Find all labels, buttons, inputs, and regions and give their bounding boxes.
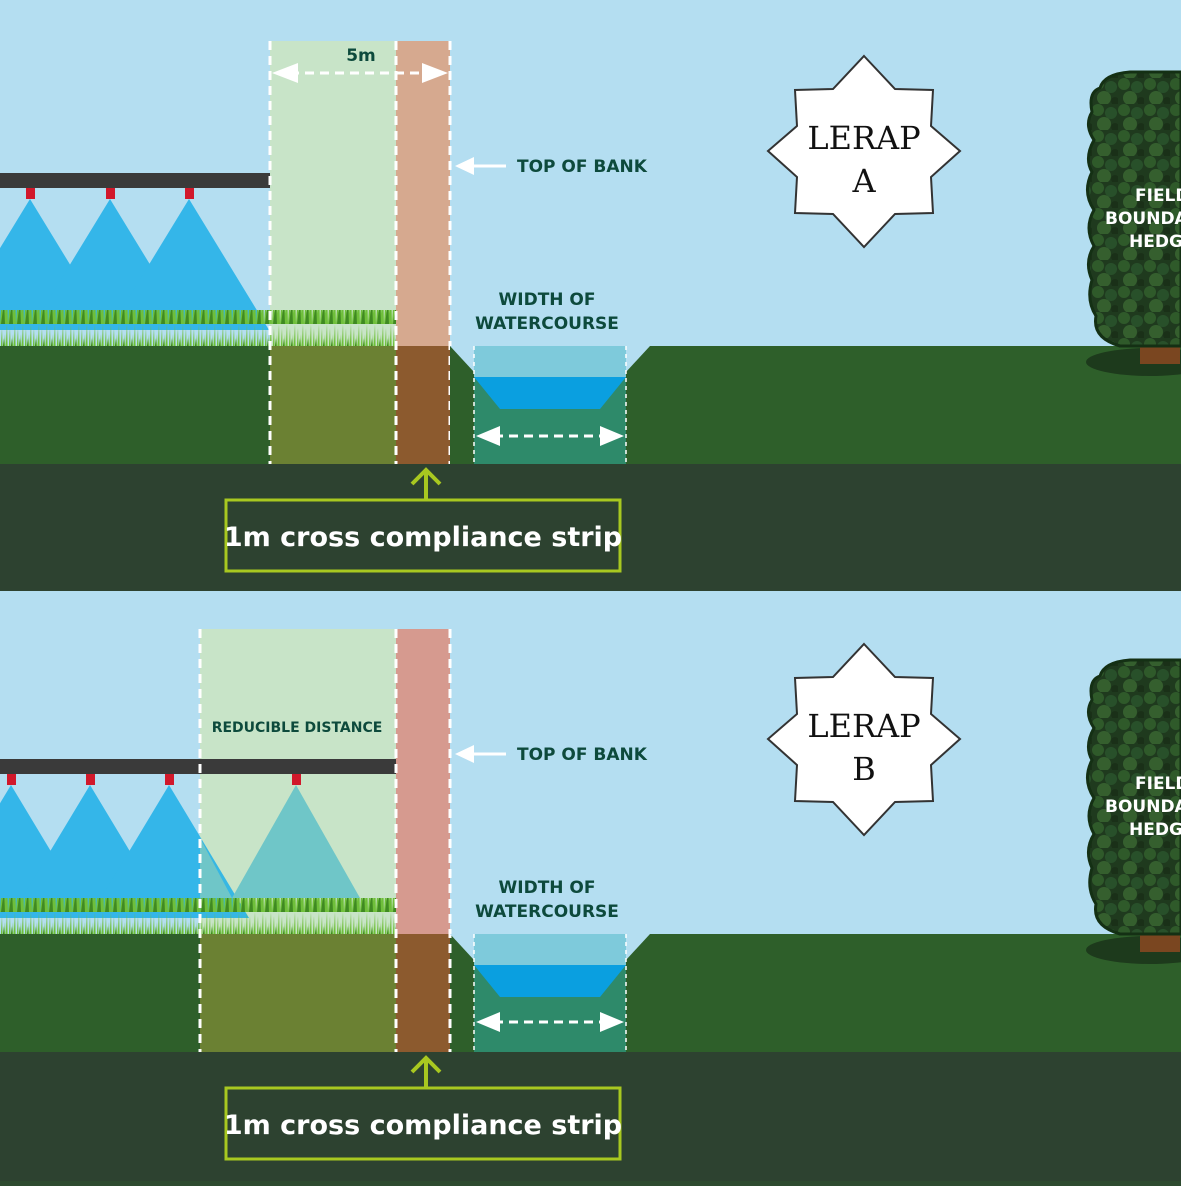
lerap-category: A	[851, 162, 876, 200]
strip-callout-label: 1m cross compliance strip	[224, 1110, 622, 1141]
watercourse-air	[474, 346, 626, 377]
top-of-bank-pointer	[455, 157, 506, 175]
distance-label: 5m	[346, 46, 376, 66]
lerap-category: B	[852, 750, 876, 788]
reduced-spray-cone	[232, 785, 360, 898]
watercourse-width-arrow	[476, 426, 624, 446]
strip-pointer	[410, 467, 442, 500]
watercourse-air	[474, 934, 626, 965]
hedge-canopy	[1086, 658, 1181, 936]
panel-lerap-a: 5m TOP OF BANK WIDTH OF WATERCOURSE	[0, 0, 1181, 591]
watercourse-label-line1: WIDTH OF	[499, 878, 596, 898]
top-of-bank-label: TOP OF BANK	[517, 745, 648, 765]
hedge-canopy	[1086, 70, 1181, 348]
panel-lerap-b: REDUCIBLE DISTANCE TOP OF BANK WIDTH OF …	[0, 592, 1181, 1181]
sprayer-boom	[0, 759, 396, 774]
hedge-label-line2: BOUNDARY	[1105, 797, 1181, 817]
hedge-label-line1: FIELD	[1135, 774, 1181, 794]
channel-cut	[450, 346, 474, 464]
strip-pointer	[410, 1055, 442, 1088]
top-of-bank-label: TOP OF BANK	[517, 157, 648, 177]
buffer-grass	[270, 310, 396, 346]
bank-strip	[396, 629, 450, 934]
reducible-distance-label: REDUCIBLE DISTANCE	[212, 720, 383, 736]
hedge-label-line3: HEDGE	[1129, 820, 1181, 840]
lerap-badge	[766, 54, 962, 249]
watercourse-boundaries	[473, 346, 627, 464]
watercourse-width-arrow	[476, 1012, 624, 1032]
sprayer-boom	[0, 173, 340, 188]
watercourse-label-line1: WIDTH OF	[499, 290, 596, 310]
top-of-bank-pointer	[455, 745, 506, 763]
lerap-badge	[766, 642, 962, 837]
watercourse-boundaries	[473, 934, 627, 1052]
spray-nozzles	[26, 188, 194, 199]
buffer-grass	[200, 898, 396, 934]
distance-arrow	[272, 63, 448, 83]
watercourse-label-line2: WATERCOURSE	[475, 902, 619, 922]
strip-callout-box	[224, 498, 622, 573]
hedge-label-line1: FIELD	[1135, 186, 1181, 206]
spray-nozzles	[7, 774, 301, 785]
buffer-soil	[270, 346, 396, 464]
crop-grass	[0, 898, 200, 934]
buffer-soil	[200, 934, 396, 1052]
spray-cones	[0, 199, 269, 330]
water	[474, 377, 626, 409]
lerap-title: LERAP	[807, 119, 920, 157]
reduced-spray-cone-overlap	[200, 838, 232, 898]
hedge-label-line3: HEDGE	[1129, 232, 1181, 252]
hedge-label-line2: BOUNDARY	[1105, 209, 1181, 229]
strip-callout-box	[224, 1086, 622, 1161]
bank-soil	[396, 346, 450, 464]
crop-grass	[0, 310, 270, 346]
strip-callout-label: 1m cross compliance strip	[224, 522, 622, 553]
bank-strip	[396, 41, 450, 346]
water	[474, 965, 626, 997]
zone-boundaries	[198, 629, 452, 1052]
buffer-zone	[270, 41, 396, 346]
bank-soil	[396, 934, 450, 1052]
lerap-title: LERAP	[807, 707, 920, 745]
watercourse-label-line2: WATERCOURSE	[475, 314, 619, 334]
